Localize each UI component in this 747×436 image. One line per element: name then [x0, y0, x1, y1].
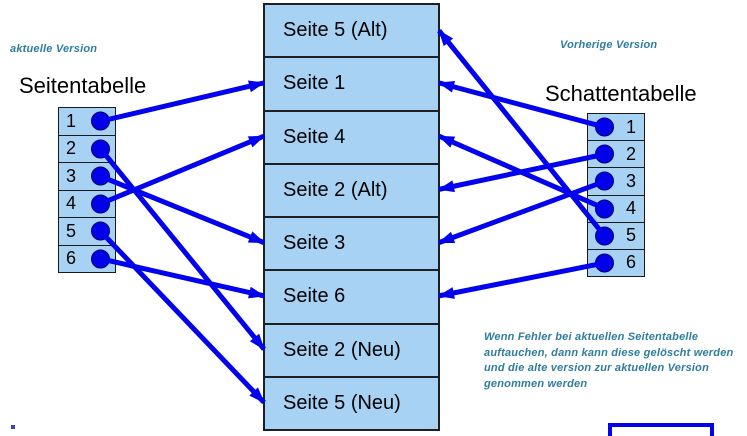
page-box: Seite 3: [265, 216, 438, 269]
arrow-shadow-3: [438, 179, 606, 245]
stray-period-dot: [11, 425, 15, 429]
current-version-label: aktuelle Version: [10, 43, 98, 55]
shadow-table-row: 1: [588, 114, 644, 140]
arrow-shadow-4: [437, 133, 606, 211]
page-table-row: 4: [59, 189, 115, 218]
previous-version-label: Vorherige Version: [560, 39, 658, 51]
shadow-table-entry: 2: [625, 143, 636, 164]
arrow-current-3: [99, 173, 265, 245]
shadow-table-entry: 1: [625, 116, 636, 137]
page-table-row: 6: [59, 244, 115, 273]
pointer-dot: [595, 199, 614, 219]
page-table-row: 5: [59, 217, 115, 245]
page-table-title: Seitentabelle: [19, 73, 147, 98]
page-box: Seite 1: [265, 56, 438, 109]
page-box: Seite 2 (Neu): [265, 322, 438, 376]
arrow-shadow-6: [438, 260, 605, 299]
arrow-current-5: [98, 229, 266, 405]
page-table-entry: 1: [66, 110, 77, 131]
pointer-dot: [91, 139, 110, 159]
arrow-current-6: [99, 256, 265, 299]
pointer-dot: [595, 117, 614, 137]
page-table-row: 2: [59, 134, 115, 163]
shadow-table-row: 3: [588, 167, 644, 194]
cropped-box: [608, 423, 714, 436]
pointer-dot: [595, 253, 614, 273]
recovery-note-line: auftauchen, dann kann diese gelöscht wer…: [484, 346, 734, 359]
pointer-dot: [91, 249, 110, 269]
pointer-dot: [595, 171, 614, 191]
page-table-entry: 5: [66, 220, 77, 241]
page-table-row: 3: [59, 162, 115, 190]
shadow-table-row: 6: [588, 248, 644, 276]
recovery-note: Wenn Fehler bei aktuellen Seitentabelle …: [484, 330, 746, 392]
shadow-table-entry: 4: [625, 198, 636, 219]
recovery-note-line: Wenn Fehler bei aktuellen Seitentabelle: [484, 331, 699, 343]
page-table: 1 2 3 4 5 6: [58, 107, 116, 273]
pointer-dot: [91, 221, 110, 241]
shadow-table: 1 2 3 4 5 6: [587, 113, 645, 277]
page-table-entry: 4: [66, 193, 77, 214]
page-table-entry: 3: [66, 165, 77, 186]
shadow-table-row: 2: [588, 140, 644, 167]
page-box: Seite 4: [265, 109, 438, 163]
page-box: Seite 5 (Neu): [265, 375, 438, 429]
shadow-table-title: Schattentabelle: [545, 81, 697, 106]
pointer-dot: [91, 111, 110, 131]
arrow-shadow-2: [438, 151, 606, 193]
pointer-dot: [595, 226, 614, 246]
pointer-dot: [595, 144, 614, 164]
page-storage-column: Seite 5 (Alt) Seite 1 Seite 4 Seite 2 (A…: [263, 3, 440, 431]
page-table-row: 1: [59, 108, 115, 135]
shadow-table-entry: 6: [625, 252, 636, 273]
pointer-dot: [91, 194, 110, 214]
page-table-entry: 6: [66, 248, 77, 269]
arrow-current-2: [98, 147, 266, 351]
arrow-current-4: [99, 133, 265, 207]
page-table-entry: 2: [66, 138, 77, 159]
shadow-table-row: 4: [588, 194, 644, 222]
page-box: Seite 6: [265, 269, 438, 322]
recovery-note-line: genommen werden: [484, 377, 588, 390]
page-box: Seite 5 (Alt): [283, 19, 388, 42]
page-box: Seite 2 (Alt): [265, 162, 438, 216]
arrow-shadow-5: [437, 29, 607, 238]
shadow-table-row: 5: [588, 221, 644, 249]
recovery-note-line: und die alte version zur aktuellen Versi…: [484, 362, 709, 374]
pointer-dot: [91, 166, 110, 186]
shadow-table-entry: 5: [625, 225, 636, 246]
shadow-table-entry: 3: [625, 170, 636, 191]
